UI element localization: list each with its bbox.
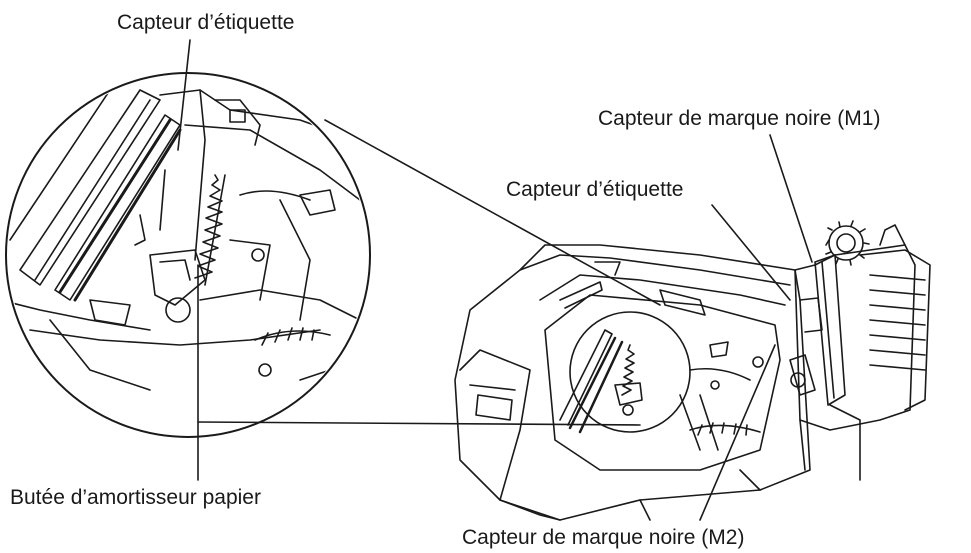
black-mark-m1-label: Capteur de marque noire (M1) [598,107,881,130]
leader-black-mark-m1 [769,134,813,263]
magnified-mechanism [8,75,368,391]
printer-body [454,244,811,521]
magnifier-circle [5,72,371,438]
leader-black-mark-m2 [699,344,776,521]
gear-icon [828,225,864,261]
label-sensor-mid-label: Capteur d’étiquette [506,178,684,201]
leader-label-sensor-mid [711,204,791,301]
magnified-detail [5,72,371,438]
label-sensor-top-label: Capteur d’étiquette [117,11,295,34]
printer-detail-circle [569,311,691,433]
magnifier-link-bottom [197,421,641,426]
magnifier-link-top [324,119,661,306]
print-head-assembly [789,220,931,481]
black-mark-m2-label: Capteur de marque noire (M2) [462,526,745,549]
paper-damper-stop-label: Butée d’amortisseur papier [10,486,261,509]
leader-label-sensor-top [177,39,191,151]
